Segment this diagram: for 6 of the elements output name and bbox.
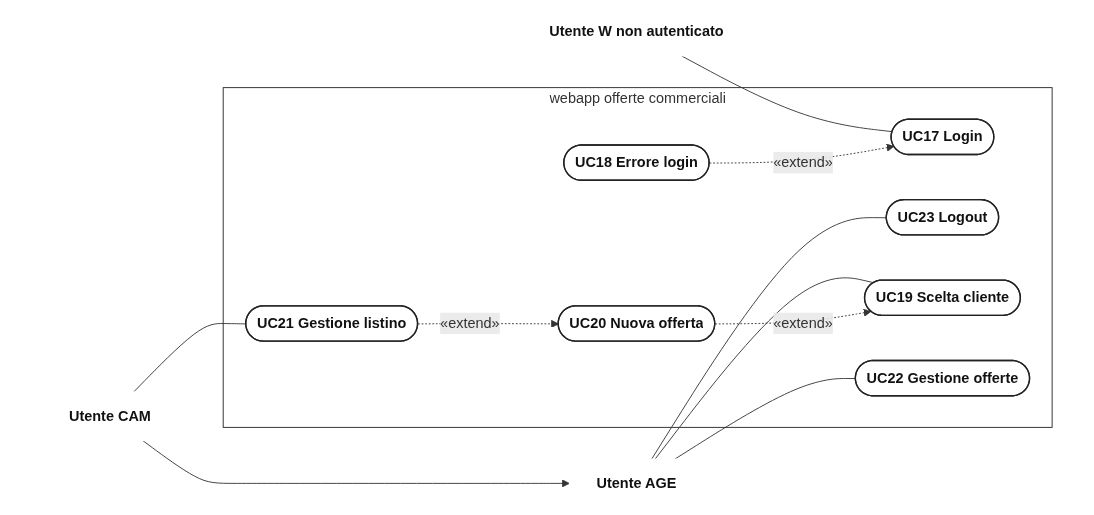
- node-text: Utente CAM: [68, 408, 151, 424]
- edge-label: «extend»: [773, 315, 833, 331]
- node-text: Utente AGE: [596, 475, 677, 491]
- node-text: Utente W non autenticato: [549, 23, 724, 39]
- edge-label: «extend»: [440, 315, 500, 331]
- edge-label: «extend»: [773, 154, 833, 170]
